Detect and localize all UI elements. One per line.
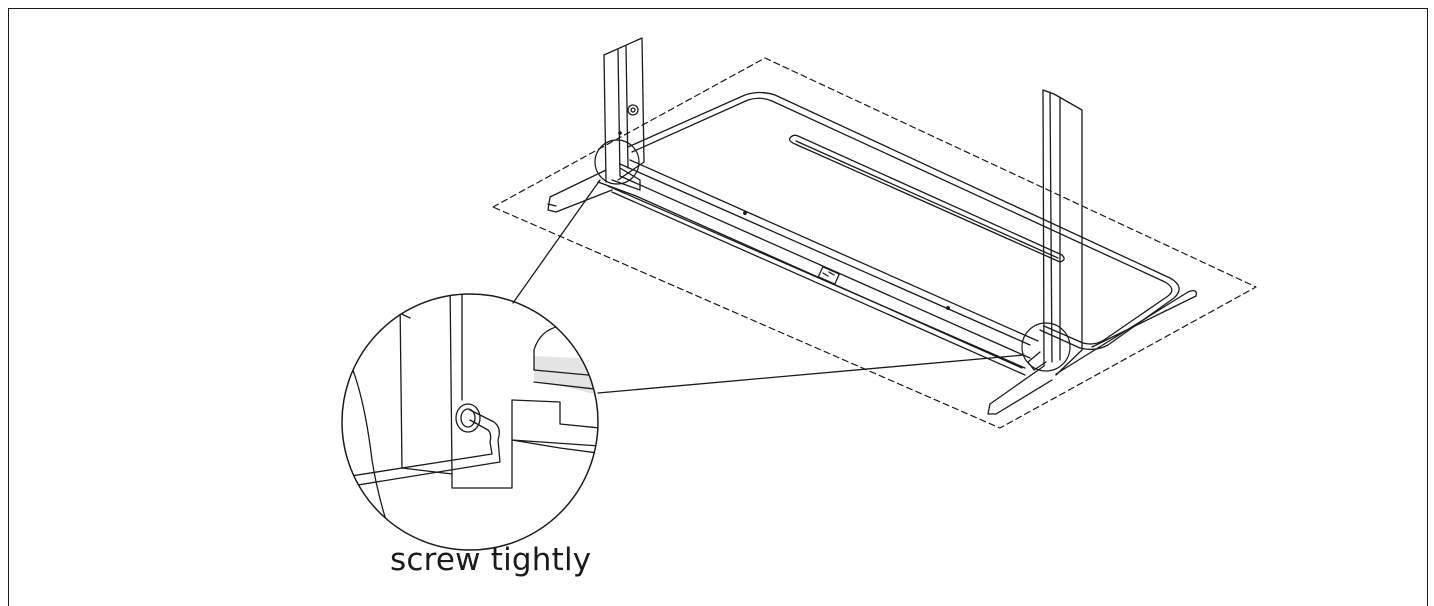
- left-stand-leg: [547, 37, 1023, 369]
- callout-line-right: [597, 354, 1025, 394]
- diagram-frame: [8, 8, 1428, 606]
- right-stand-leg: [987, 89, 1197, 415]
- callout-line-left: [512, 179, 601, 304]
- instruction-caption: screw tightly: [390, 542, 592, 578]
- tv-panel: [607, 91, 1180, 376]
- dashed-outline: [492, 57, 1257, 429]
- magnified-detail: [341, 293, 599, 551]
